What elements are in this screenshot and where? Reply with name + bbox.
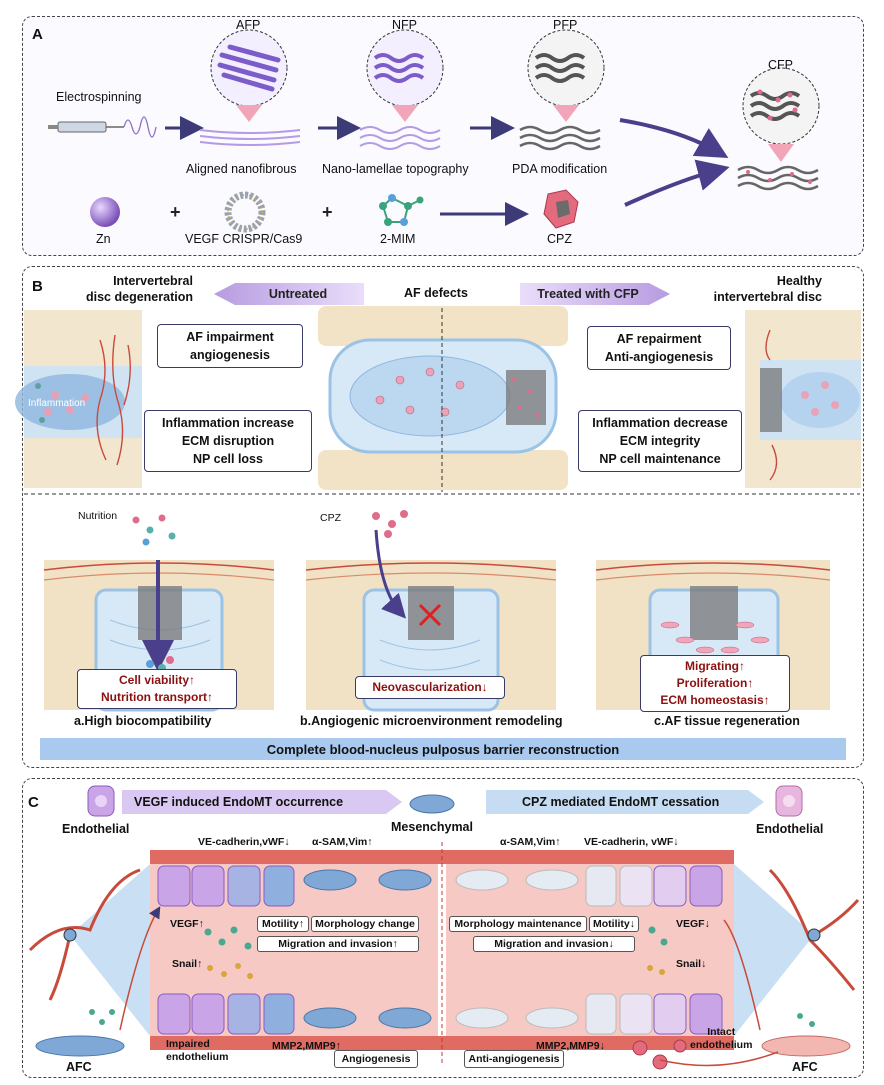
asam-left-label: α-SAM,Vim↑ (312, 836, 373, 848)
afc-left-label: AFC (66, 1060, 92, 1074)
cpz-crystal-icon (543, 189, 579, 229)
aligned-label: Aligned nanofibrous (186, 162, 297, 176)
zn-label: Zn (96, 232, 111, 246)
zn-sphere-icon (90, 197, 120, 227)
top-endothelial-cells-left (157, 865, 432, 907)
af-impairment-box: AF impairment angiogenesis (157, 324, 303, 368)
panel-b-letter: B (32, 278, 43, 295)
afp-zoom-icon (199, 29, 301, 146)
pfp-label: PFP (553, 18, 578, 32)
ve-cadherin-left-label: VE-cadherin,vWF↓ (198, 836, 290, 848)
anti-angiogenesis-tag: Anti-angiogenesis (464, 1050, 564, 1068)
crispr-ring-icon (224, 191, 266, 233)
vegf-right-label: VEGF↓ (676, 918, 710, 930)
2-mim-label: 2-MIM (380, 232, 416, 246)
snail-right-label: Snail↓ (676, 958, 707, 970)
asam-right-label: α-SAM,Vim↑ (500, 836, 561, 848)
cpz-b-label: CPZ (320, 512, 341, 524)
afc-cell-icon-right (761, 1035, 851, 1057)
caption-c: c.AF tissue regeneration (654, 714, 800, 728)
migration-left-tag: Migration and invasion↑ (257, 936, 419, 952)
vegf-particles-left (204, 926, 252, 950)
cpz-endomt-arrow (486, 790, 764, 814)
snail-particles-right (647, 965, 665, 975)
healthy-disc-illustration (745, 310, 861, 488)
mesenchymal-cell-icon (409, 794, 455, 814)
panel-c-letter: C (28, 794, 39, 811)
electrospinning-label: Electrospinning (56, 90, 142, 104)
afc-cell-icon-left (35, 1035, 125, 1057)
cpz-endomt-label: CPZ mediated EndoMT cessation (522, 795, 720, 809)
motility-right-tag: Motility↓ (589, 916, 639, 932)
mesenchymal-label: Mesenchymal (391, 820, 473, 834)
afc-right-label: AFC (792, 1060, 818, 1074)
vegf-endomt-arrow (122, 790, 402, 814)
cell-viability-box: Cell viability↑ Nutrition transport↑ (77, 669, 237, 709)
barrier-label: Complete blood-nucleus pulposus barrier … (266, 741, 620, 757)
intact-endothelium-label: Intact endothelium (690, 1026, 753, 1051)
treated-arrow: Treated with CFP (520, 283, 670, 305)
snail-left-label: Snail↑ (172, 958, 203, 970)
cfp-label: CFP (768, 58, 793, 72)
af-defect-disc-illustration (318, 306, 568, 490)
afp-label: AFP (236, 18, 261, 32)
bottom-endothelial-cells-left (157, 993, 432, 1035)
caption-b: b.Angiogenic microenvironment remodeling (300, 714, 563, 728)
vegf-left-label: VEGF↑ (170, 918, 204, 930)
neovascularization-box: Neovascularization↓ (355, 676, 505, 699)
untreated-label: Untreated (268, 287, 328, 301)
mmp-right-label: MMP2,MMP9↓ (536, 1040, 605, 1052)
migration-right-tag: Migration and invasion↓ (473, 936, 635, 952)
inflammation-label: Inflammation (28, 398, 86, 409)
barrier-band: Complete blood-nucleus pulposus barrier … (40, 738, 846, 760)
2-mim-molecule-icon (379, 194, 424, 226)
bottom-cells-right (455, 993, 723, 1035)
mmp-left-label: MMP2,MMP9↑ (272, 1040, 341, 1052)
angiogenesis-tag: Angiogenesis (334, 1050, 418, 1068)
nano-lamellae-label: Nano-lamellae topography (322, 162, 469, 176)
nfp-zoom-icon (359, 29, 444, 150)
inflammation-increase-box: Inflammation increase ECM disruption NP … (144, 410, 312, 472)
endothelial-left-label: Endothelial (62, 822, 130, 836)
degenerated-disc-illustration (15, 310, 142, 488)
treated-label: Treated with CFP (537, 287, 639, 301)
morphology-change-tag: Morphology change (311, 916, 419, 932)
panel-a-letter: A (32, 26, 43, 43)
nutrition-label: Nutrition (78, 510, 118, 522)
blood-vessel-left (28, 868, 141, 1001)
vegf-endomt-label: VEGF induced EndoMT occurrence (134, 795, 344, 809)
cfp-zoom-icon (737, 67, 820, 191)
af-defects-label: AF defects (404, 286, 468, 300)
motility-left-tag: Motility↑ (257, 916, 309, 932)
inflammation-decrease-box: Inflammation decrease ECM integrity NP c… (578, 410, 742, 472)
ivdd-title: Intervertebral disc degeneration (86, 274, 193, 304)
svg-text:+: + (322, 202, 333, 222)
ve-cadherin-right-label: VE-cadherin, vWF↓ (584, 836, 679, 848)
syringe-icon (48, 116, 157, 138)
pfp-zoom-icon (519, 29, 605, 151)
snail-particles-left (207, 963, 253, 979)
untreated-arrow: Untreated (214, 283, 364, 305)
caption-a: a.High biocompatibility (74, 714, 212, 728)
morphology-maintenance-tag: Morphology maintenance (449, 916, 587, 932)
vegf-particles-right (648, 926, 668, 946)
impaired-endothelium-label: Impaired endothelium (166, 1038, 229, 1063)
endothelial-right-label: Endothelial (756, 822, 824, 836)
af-repairment-box: AF repairment Anti-angiogenesis (587, 326, 731, 370)
cpz-label: CPZ (547, 232, 572, 246)
svg-text:+: + (170, 202, 181, 222)
nfp-label: NFP (392, 18, 417, 32)
top-cells-right (455, 865, 723, 907)
migrating-box: Migrating↑ Proliferation↑ ECM homeostasi… (640, 655, 790, 712)
vegf-crispr-label: VEGF CRISPR/Cas9 (185, 232, 303, 246)
healthy-title: Healthy intervertebral disc (713, 274, 822, 304)
pda-label: PDA modification (512, 162, 608, 176)
